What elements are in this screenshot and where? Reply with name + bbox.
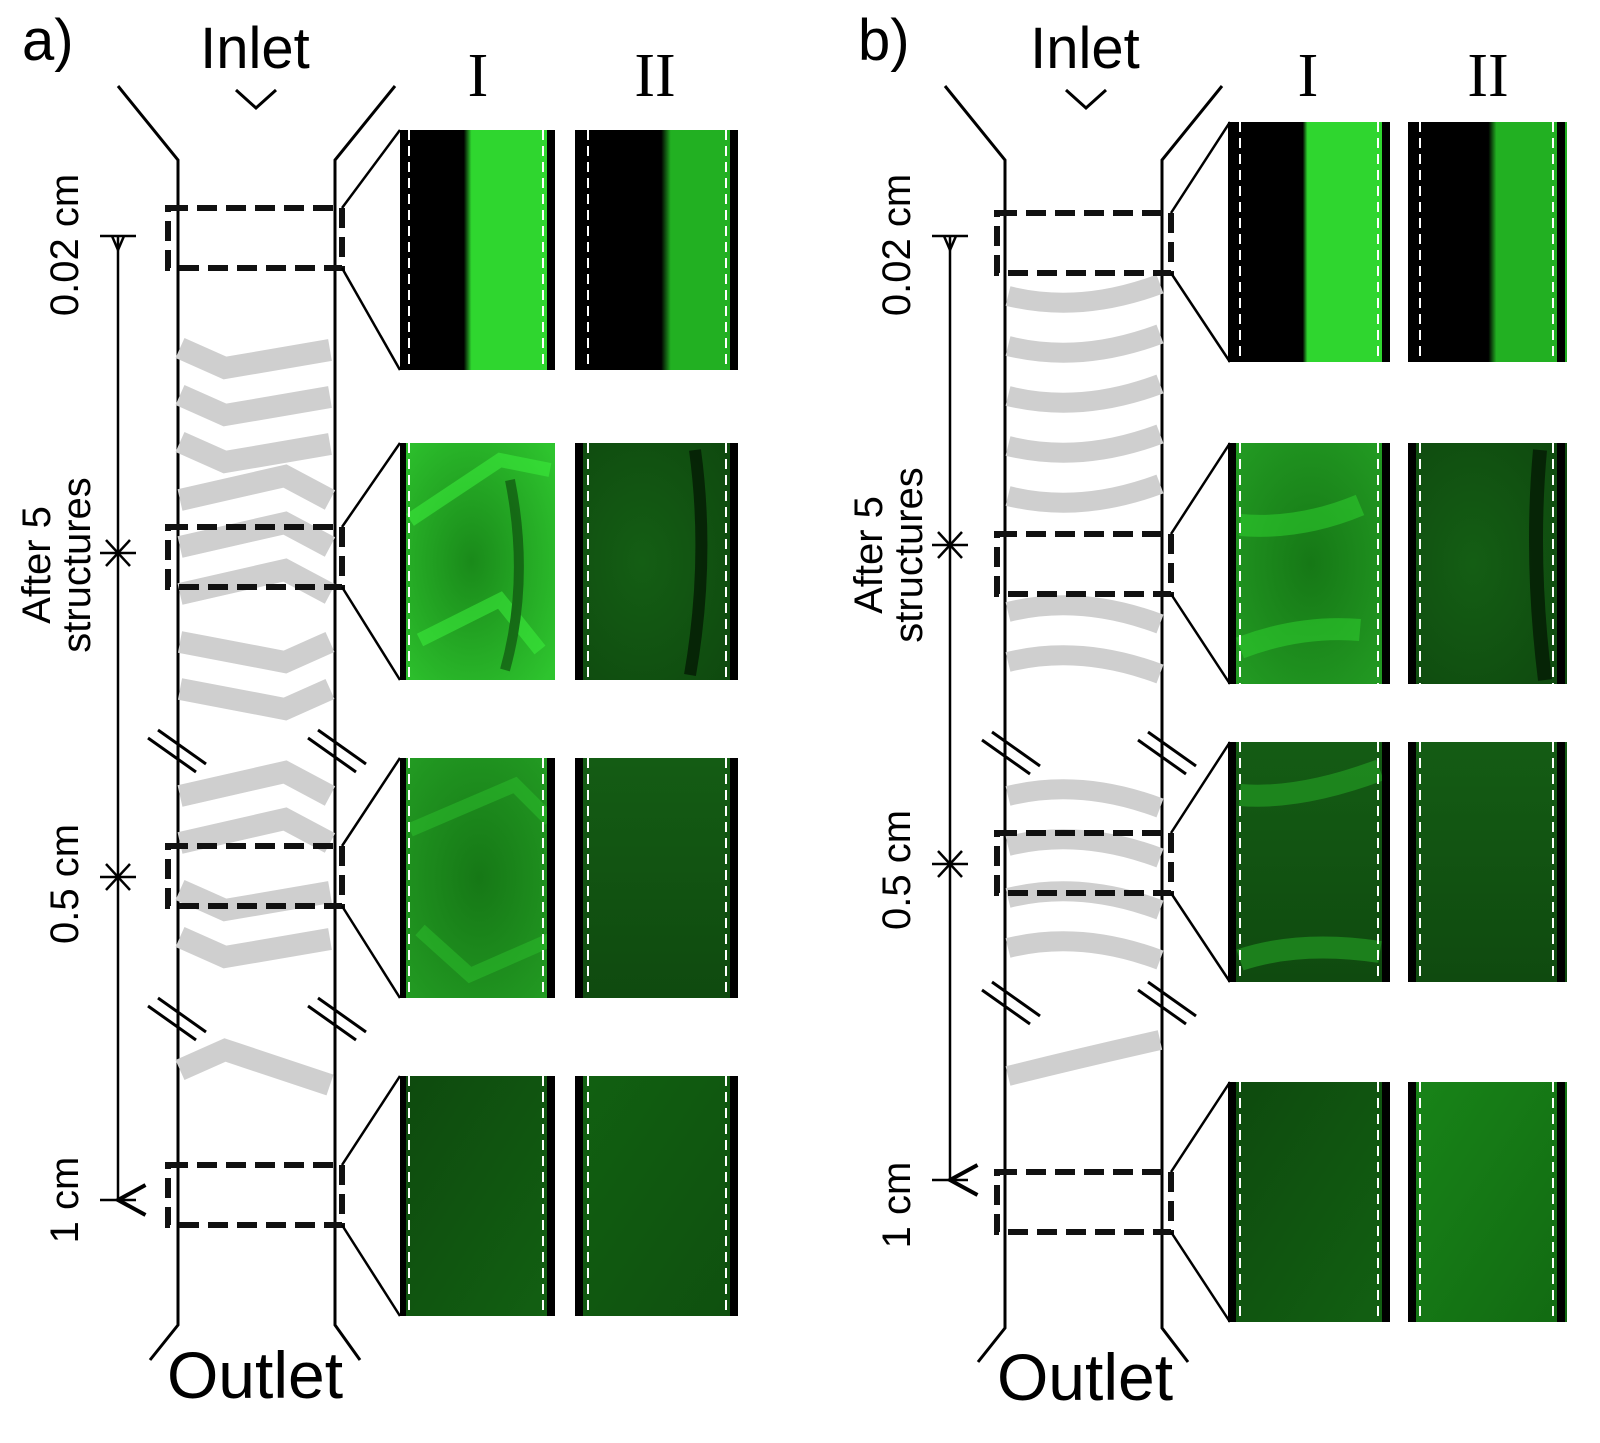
micrograph-wall-markers [1228, 122, 1565, 1322]
micrograph-dashes [1239, 122, 1554, 1322]
panel-label: a) [22, 8, 74, 73]
column-label-II: II [634, 42, 675, 110]
distance-label-2: 0.5 cm [875, 810, 919, 930]
curved-grooves [1005, 274, 1164, 1086]
column-label-I: I [1298, 42, 1319, 110]
micrographs-column-I [403, 130, 555, 1316]
column-label-I: I [468, 42, 489, 110]
zoom-lines [1169, 121, 1232, 1323]
distance-label-0: 0.02 cm [43, 174, 87, 316]
distance-axis [932, 234, 979, 1197]
inlet-chevron [234, 88, 278, 111]
zoom-lines [340, 129, 402, 1317]
channel-walls [943, 85, 1224, 1363]
distance-axis [100, 234, 147, 1217]
micrograph-wall-markers [400, 130, 738, 1316]
distance-label-3: 1 cm [43, 1157, 87, 1244]
column-label-II: II [1467, 42, 1508, 110]
distance-label-1: After 5structures [847, 467, 931, 643]
break-marks [147, 728, 367, 1042]
inlet-chevron [1064, 88, 1108, 111]
measurement-windows [994, 210, 1174, 1235]
distance-label-3: 1 cm [875, 1162, 919, 1249]
micrographs-column-I [1233, 122, 1388, 1322]
distance-label-1: After 5structures [15, 477, 99, 653]
channel-walls [116, 85, 397, 1361]
break-marks [981, 730, 1197, 1026]
micrographs-column-II [578, 130, 738, 1316]
distance-label-2: 0.5 cm [43, 824, 87, 944]
outlet-label: Outlet [997, 1340, 1173, 1414]
inlet-label: Inlet [1030, 16, 1140, 81]
panel-b: b) Inlet I II [847, 8, 1567, 1414]
panel-label: b) [858, 8, 910, 73]
distance-label-0: 0.02 cm [875, 174, 919, 316]
outlet-label: Outlet [167, 1338, 343, 1412]
panel-a: a) Inlet I II [15, 8, 738, 1412]
inlet-label: Inlet [200, 16, 310, 81]
measurement-windows [165, 205, 345, 1228]
herringbone-grooves [175, 337, 336, 1096]
micrograph-dashes [408, 130, 727, 1316]
micrographs-column-II [1410, 122, 1567, 1322]
